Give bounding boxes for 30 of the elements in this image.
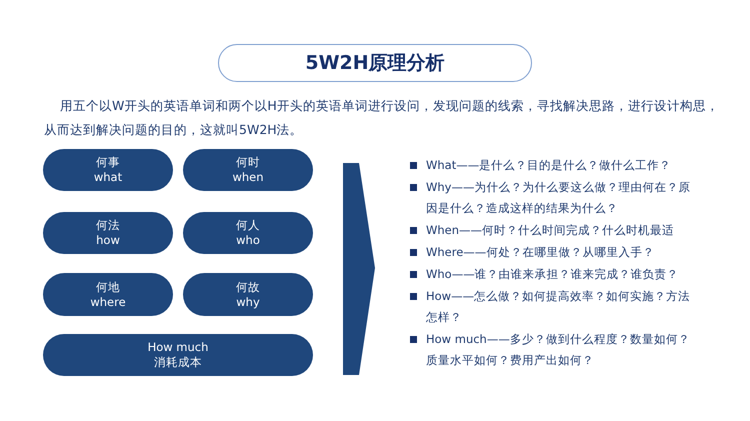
pill-text: where <box>90 294 126 310</box>
question-pill <box>183 273 313 316</box>
pill-text: 何时 <box>236 155 260 170</box>
pill-text: 何人 <box>236 218 260 233</box>
question-pill <box>183 212 313 254</box>
question-pill <box>43 273 173 316</box>
list-item: What——是什么？目的是什么？做什么工作？ <box>426 157 672 174</box>
pill-text: how <box>96 233 120 248</box>
pill-text: who <box>236 233 260 248</box>
pill-text: How much <box>148 340 208 355</box>
list-item: Where——何处？在哪里做？从哪里入手？ <box>426 244 656 261</box>
pill-text: what <box>94 170 122 185</box>
list-item: Why——为什么？为什么要这么做？理由何在？原因是什么？造成这样的结果为什么？ <box>426 179 692 217</box>
list-item: How——怎么做？如何提高效率？如何实施？方法怎样？ <box>426 288 692 326</box>
pill-text: 消耗成本 <box>154 355 202 370</box>
title-banner: 5W2H原理分析 <box>218 44 532 82</box>
pill-text: 何故 <box>236 280 260 294</box>
pill-text: 何事 <box>96 155 120 170</box>
question-pill <box>183 149 313 191</box>
pill-text: 何法 <box>96 218 120 233</box>
list-item: How much——多少？做到什么程度？数量如何？质量水平如何？费用产出如何？ <box>426 331 691 369</box>
list-item: Who——谁？由谁来承担？谁来完成？谁负责？ <box>426 266 680 283</box>
question-pill <box>43 212 173 254</box>
pill-text: 何地 <box>96 280 120 294</box>
pill-text: why <box>236 294 260 310</box>
list-item: When——何时？什么时间完成？什么时机最适 <box>426 222 676 239</box>
question-pill <box>43 334 313 376</box>
intro-paragraph: 用五个以W开头的英语单词和两个以H开头的英语单词进行设问，发现问题的线索，寻找解决思路，进行设计构思，从而达到解决问题的目的，这就叫5W2H法。 <box>44 97 720 139</box>
question-pill <box>43 149 173 191</box>
pill-text: when <box>232 170 264 185</box>
